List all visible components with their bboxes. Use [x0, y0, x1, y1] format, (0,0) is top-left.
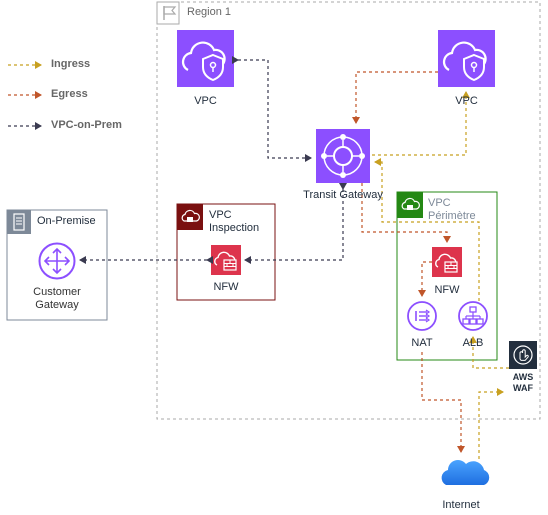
ingress-internet-to-waf	[478, 388, 504, 459]
customer-gateway-label: Customer Gateway	[17, 286, 97, 312]
perimeter-nfw-icon	[432, 247, 462, 277]
vpc-right-label: VPC	[455, 95, 478, 107]
legend-ingress-label: Ingress	[51, 58, 91, 70]
vpc-left-label: VPC	[194, 95, 217, 107]
inspection-title-line1: VPC	[209, 209, 232, 221]
perimeter-title-line1: VPC	[428, 197, 451, 209]
perimeter-lock-cloud-icon	[397, 192, 423, 218]
customer-gateway-label-line1: Customer	[33, 286, 81, 298]
region-label: Region 1	[187, 6, 232, 18]
vpc-left-icon	[177, 30, 234, 87]
on-premise-title: On-Premise	[37, 215, 96, 227]
transit-gateway-icon	[316, 129, 370, 183]
ingress-tgw-to-vpc-right	[372, 91, 470, 156]
aws-waf-icon	[509, 341, 537, 369]
legend-egress-label: Egress	[51, 88, 88, 100]
transit-gateway-label: Transit Gateway	[303, 189, 383, 201]
internet-label: Internet	[442, 499, 480, 511]
aws-waf-label: AWS WAF	[503, 372, 543, 394]
vpc-left-to-tgw-connection	[232, 56, 312, 162]
legend-vpc-on-prem-label: VPC-on-Prem	[51, 119, 122, 131]
egress-nfw-to-nat	[418, 261, 432, 297]
nat-gateway-icon	[407, 301, 437, 331]
customer-gateway-icon	[38, 242, 76, 280]
inspection-title: VPC Inspection	[209, 209, 259, 235]
alb-label: ALB	[462, 337, 484, 349]
egress-tgw-to-perimeter-nfw	[361, 183, 451, 243]
region-flag-icon	[156, 1, 180, 25]
inspection-nfw-icon	[211, 245, 241, 275]
inspection-lock-cloud-icon	[177, 204, 203, 230]
perimeter-nfw-label: NFW	[434, 284, 460, 296]
inspection-nfw-label: NFW	[213, 281, 239, 293]
server-icon	[7, 210, 31, 234]
inspection-title-line2: Inspection	[209, 222, 260, 234]
vpc-right-icon	[438, 30, 495, 87]
perimeter-title-line2: Périmètre	[428, 210, 476, 222]
customer-gateway-label-line2: Gateway	[35, 299, 79, 311]
region-boundary	[156, 1, 541, 420]
on-premise-group	[6, 209, 108, 321]
alb-icon	[458, 301, 488, 331]
aws-waf-label-line1: AWS	[512, 372, 534, 382]
perimeter-title: VPC Périmètre	[428, 197, 476, 223]
vpc-perimeter-group	[396, 191, 498, 361]
egress-nat-to-internet	[421, 352, 465, 453]
egress-vpc-right-to-tgw	[352, 71, 438, 124]
internet-cloud-icon	[441, 460, 490, 485]
nat-label: NAT	[411, 337, 433, 349]
ingress-alb-to-tgw	[374, 158, 480, 301]
ingress-waf-to-alb	[469, 336, 509, 369]
aws-waf-label-line2: WAF	[513, 383, 533, 393]
